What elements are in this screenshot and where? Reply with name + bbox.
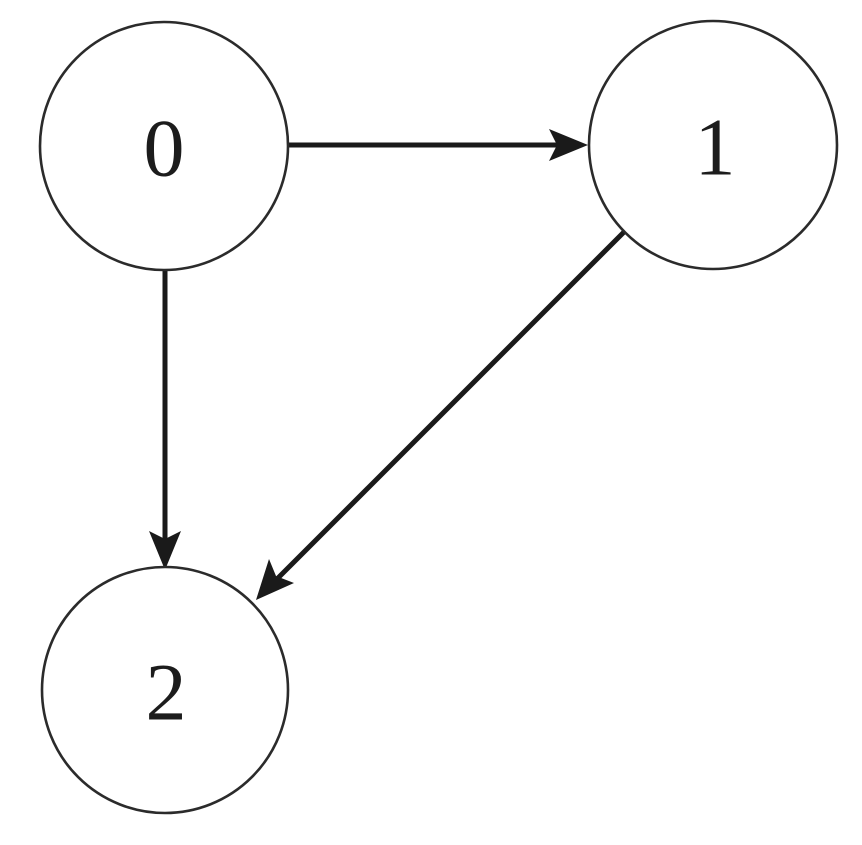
edge-0-to-2-arrowhead [149,531,181,570]
node-layer: 0 1 2 [38,19,839,815]
edge-1-to-2[interactable] [256,226,630,600]
node-1-circle [587,19,839,271]
edge-0-to-1[interactable] [288,129,588,161]
edge-1-to-2-line [276,226,630,580]
edge-0-to-1-arrowhead [549,129,588,161]
node-0-circle [38,20,290,272]
graph-node-0[interactable]: 0 [38,20,290,272]
edge-layer [149,129,630,600]
node-1-label: 1 [695,102,736,193]
node-2-label: 2 [146,647,187,738]
node-2-circle [40,565,290,815]
node-0-label: 0 [144,103,185,194]
graph-node-1[interactable]: 1 [587,19,839,271]
edge-1-to-2-arrowhead [256,559,294,600]
edge-0-to-2[interactable] [149,270,181,570]
graph-node-2[interactable]: 2 [40,565,290,815]
